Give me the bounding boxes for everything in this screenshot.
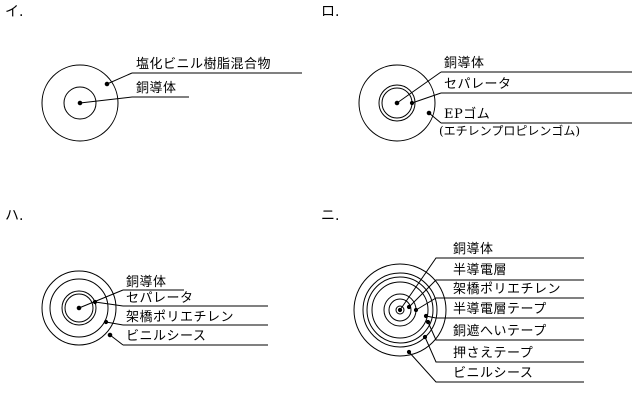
ro-label-ep-rubber: EPゴム xyxy=(444,107,491,122)
ni-label-binder-tape: 押さえテープ xyxy=(453,346,534,361)
option-ro-marker: ロ. xyxy=(321,4,340,20)
panel-ha-drawing xyxy=(41,270,268,346)
ha-label-vinyl-sheath: ビニルシース xyxy=(126,329,207,344)
option-ni-marker: ニ. xyxy=(321,208,340,224)
panel-ro-drawing xyxy=(358,64,632,142)
ha-label-copper-conductor: 銅導体 xyxy=(126,275,167,290)
ni-label-semiconductive-tape: 半導電層テープ xyxy=(453,302,547,317)
panel-i-drawing xyxy=(41,64,302,142)
panel-ni-drawing xyxy=(353,257,584,383)
option-i-marker: イ. xyxy=(5,4,24,20)
ro-label-separator: セパレータ xyxy=(444,77,512,92)
ro-label-ep-rubber-note: (エチレンプロピレンゴム) xyxy=(439,124,581,138)
ni-label-xlpe: 架橋ポリエチレン xyxy=(453,282,562,297)
i-label-pvc-compound: 塩化ビニル樹脂混合物 xyxy=(136,57,272,72)
ni-label-copper-conductor: 銅導体 xyxy=(453,242,494,257)
ro-label-copper-conductor: 銅導体 xyxy=(444,56,485,71)
ni-label-semiconductive-layer: 半導電層 xyxy=(453,263,508,278)
option-ha-marker: ハ. xyxy=(5,208,24,224)
i-label-copper-conductor: 銅導体 xyxy=(136,81,177,96)
ha-label-xlpe: 架橋ポリエチレン xyxy=(126,310,235,325)
ni-label-copper-shield-tape: 銅遮へいテープ xyxy=(453,324,547,339)
ha-label-separator: セパレータ xyxy=(126,291,194,306)
ni-label-vinyl-sheath: ビニルシース xyxy=(453,366,534,381)
